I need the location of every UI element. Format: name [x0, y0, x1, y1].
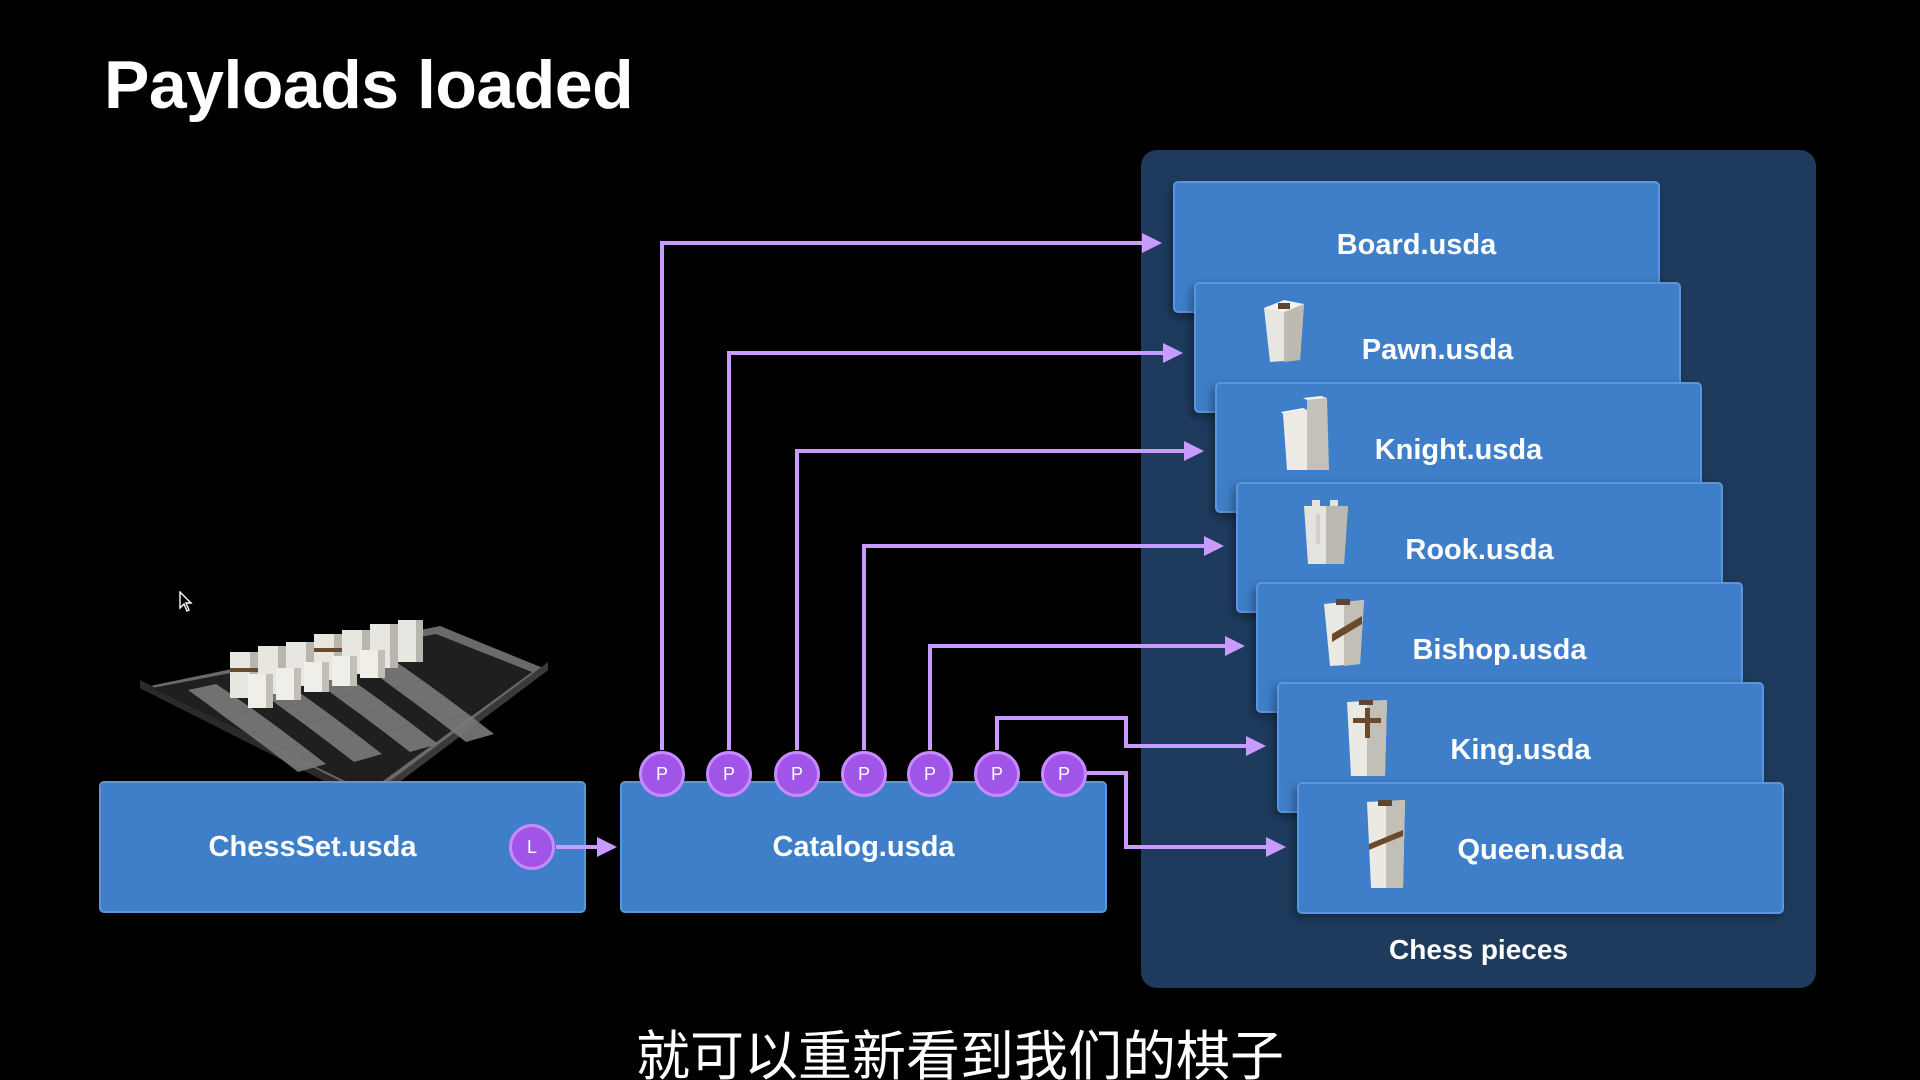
payload-badge: P — [774, 751, 820, 797]
payload-badge: P — [907, 751, 953, 797]
queen-icon — [1367, 800, 1405, 888]
knight-icon — [1281, 396, 1329, 470]
layer-badge: L — [509, 824, 555, 870]
catalog-usda-label: Catalog.usda — [772, 831, 955, 863]
knight-usda-label: Knight.usda — [1374, 434, 1543, 466]
pawn-usda-label: Pawn.usda — [1361, 334, 1514, 366]
arrow-catalog-to-board — [660, 241, 1144, 750]
pawn-icon — [1264, 300, 1304, 362]
king-icon — [1347, 700, 1387, 776]
payload-badge: P — [841, 751, 887, 797]
mouse-cursor-icon — [179, 591, 193, 612]
payload-badge: P — [639, 751, 685, 797]
rook-usda-label: Rook.usda — [1405, 534, 1554, 566]
chess-pieces-label: Chess pieces — [1389, 934, 1568, 965]
slide-title: Payloads loaded — [104, 47, 634, 123]
chessset-usda-label: ChessSet.usda — [208, 831, 417, 863]
arrow-catalog-to-queen — [1087, 771, 1268, 849]
board-usda-label: Board.usda — [1336, 229, 1497, 261]
rook-icon — [1304, 500, 1348, 564]
chessset-usda-box: ChessSet.usda — [99, 781, 586, 913]
king-usda-label: King.usda — [1450, 734, 1591, 766]
bishop-usda-label: Bishop.usda — [1412, 634, 1587, 666]
payload-badge: P — [974, 751, 1020, 797]
subtitle-caption: 就可以重新看到我们的棋子 — [636, 1025, 1284, 1080]
arrow-catalog-to-king — [995, 716, 1248, 750]
chessboard-image — [140, 620, 548, 804]
arrow-catalog-to-rook — [862, 544, 1206, 750]
queen-usda-label: Queen.usda — [1457, 834, 1624, 866]
queen-usda-box: Queen.usda — [1297, 782, 1784, 914]
arrow-catalog-to-bishop — [928, 644, 1227, 750]
bishop-icon — [1324, 599, 1364, 666]
payload-badge: P — [1041, 751, 1087, 797]
payload-badge: P — [706, 751, 752, 797]
arrow-catalog-to-knight — [795, 449, 1186, 750]
arrow-catalog-to-pawn — [727, 351, 1165, 750]
